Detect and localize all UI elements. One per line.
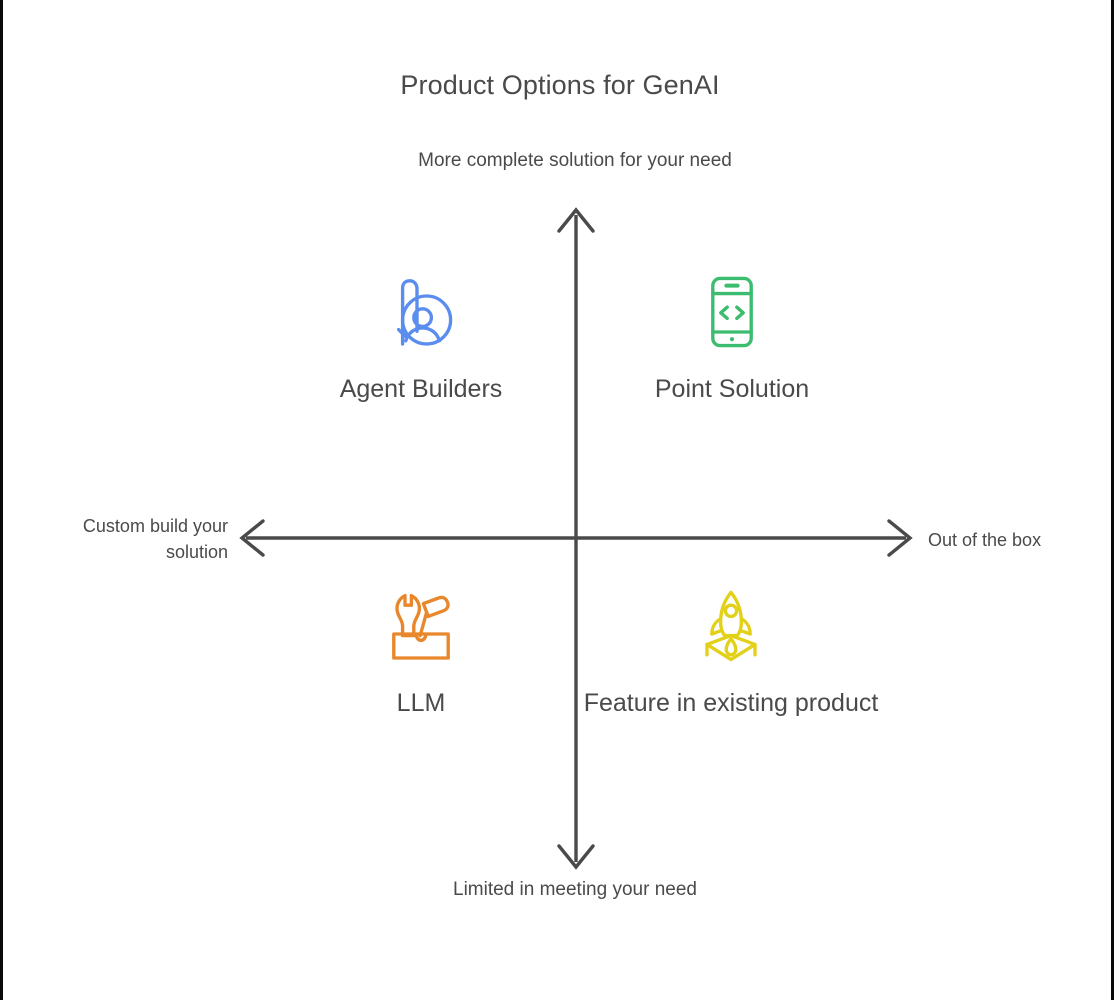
quadrant-item-feature-in-existing-product[interactable]: Feature in existing product [581, 586, 881, 720]
quadrant-label-feature-in-existing-product: Feature in existing product [583, 689, 879, 717]
axis-label-right: Out of the box [928, 530, 1042, 550]
quadrant-item-point-solution[interactable]: Point Solution [582, 272, 882, 406]
quadrant-label-agent-builders: Agent Builders [339, 375, 503, 403]
quadrant-item-agent-builders[interactable]: Agent Builders [271, 272, 571, 406]
quadrant-item-llm[interactable]: LLM [271, 586, 571, 720]
toolbox-icon [392, 593, 450, 660]
axis-label-bottom: Limited in meeting your need [453, 879, 697, 900]
mobile-code-icon [711, 276, 753, 348]
agent-builders-icon [396, 279, 453, 346]
x-axis-left-arrowhead [239, 519, 265, 557]
rocket-launch-icon [705, 590, 757, 662]
y-axis-bottom-arrowhead [557, 844, 595, 870]
axis-label-top: More complete solution for your need [418, 150, 732, 171]
quadrant-label-point-solution: Point Solution [654, 375, 810, 403]
page-title: Product Options for GenAI [400, 70, 720, 100]
axis-label-left: Custom build your solution [82, 516, 228, 562]
quadrant-label-llm: LLM [396, 689, 446, 717]
y-axis-top-arrowhead [557, 207, 595, 233]
x-axis-right-arrowhead [887, 519, 913, 557]
